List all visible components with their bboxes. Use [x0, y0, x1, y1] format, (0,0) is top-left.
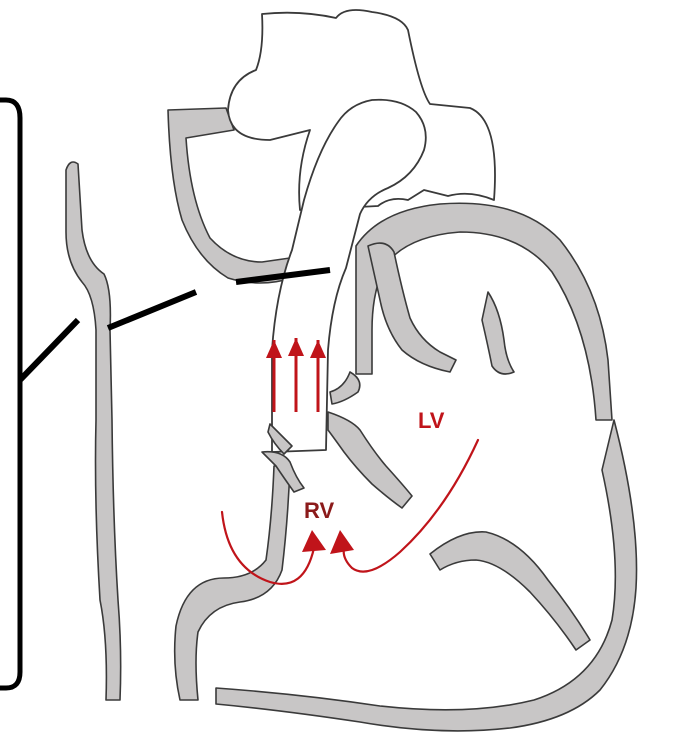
outflow-arrows: [266, 338, 326, 412]
callout-box: [0, 100, 20, 688]
left-papillary-tissue: [482, 292, 514, 374]
interventricular-septum: [328, 412, 412, 508]
label-rv: RV: [304, 498, 334, 523]
label-lv: LV: [418, 408, 445, 433]
flow-curve-right-arrowhead: [302, 530, 326, 552]
apex-muscle-band: [430, 532, 590, 650]
vena-cava-wall: [66, 162, 121, 700]
flow-curve-left-arrowhead: [330, 530, 354, 554]
pulmonary-valve-leaflet-right: [330, 372, 360, 404]
interatrial-wall: [368, 243, 456, 372]
